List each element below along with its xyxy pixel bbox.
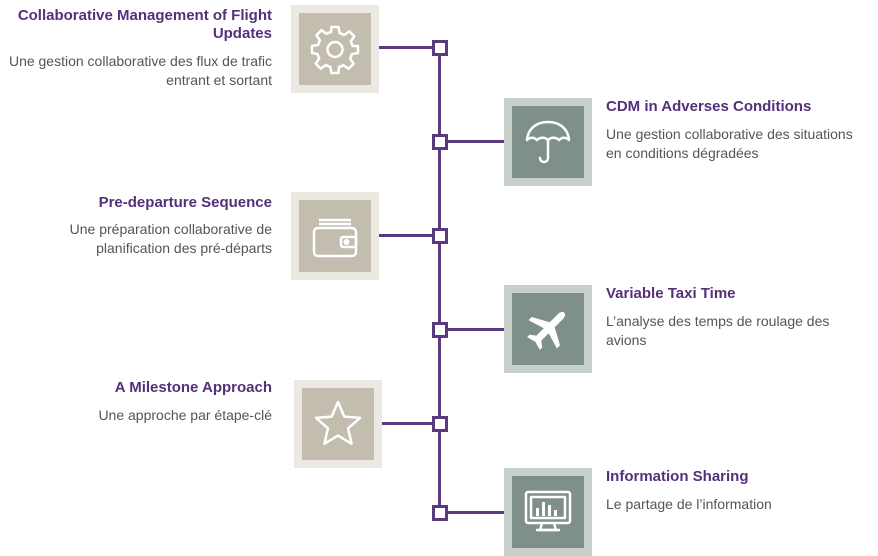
tile-adverse-conditions [504,98,592,186]
item-title: A Milestone Approach [114,379,272,396]
item-title: Information Sharing [606,468,749,485]
airplane-icon [527,311,566,350]
gear-icon [310,25,360,75]
timeline-node-5 [432,416,448,432]
timeline-node-4 [432,322,448,338]
item-title: CDM in Adverses Conditions [606,98,812,115]
connector-5 [381,422,439,425]
tile-taxi-time [504,285,592,373]
timeline-spine [438,47,441,513]
wallet-icon [312,218,358,258]
timeline-node-2 [432,134,448,150]
connector-3 [377,234,439,237]
tile-pre-departure [291,192,379,280]
connector-4 [439,328,505,331]
star-icon [314,400,362,446]
connector-1 [377,46,439,49]
connector-2 [439,140,505,143]
item-title: Collaborative Management of Flight Updat… [17,7,272,42]
item-description: L’analyse des temps de roulage des avion… [606,313,830,348]
item-description: Une gestion collaborative des flux de tr… [8,53,272,88]
timeline-node-3 [432,228,448,244]
connector-6 [439,511,505,514]
item-title: Pre-departure Sequence [98,194,272,211]
item-description: Une gestion collaborative des situations… [606,126,853,161]
tile-information-sharing [504,468,592,556]
timeline-node-1 [432,40,448,56]
item-description: Le partage de l’information [606,496,772,512]
umbrella-icon [525,120,571,164]
tile-flight-updates [291,5,379,93]
monitor-chart-icon [524,490,572,532]
timeline-node-6 [432,505,448,521]
item-title: Variable Taxi Time [606,285,736,302]
tile-milestone [294,380,382,468]
item-description: Une préparation collaborative de planifi… [69,221,272,256]
item-description: Une approche par étape-clé [98,407,272,423]
